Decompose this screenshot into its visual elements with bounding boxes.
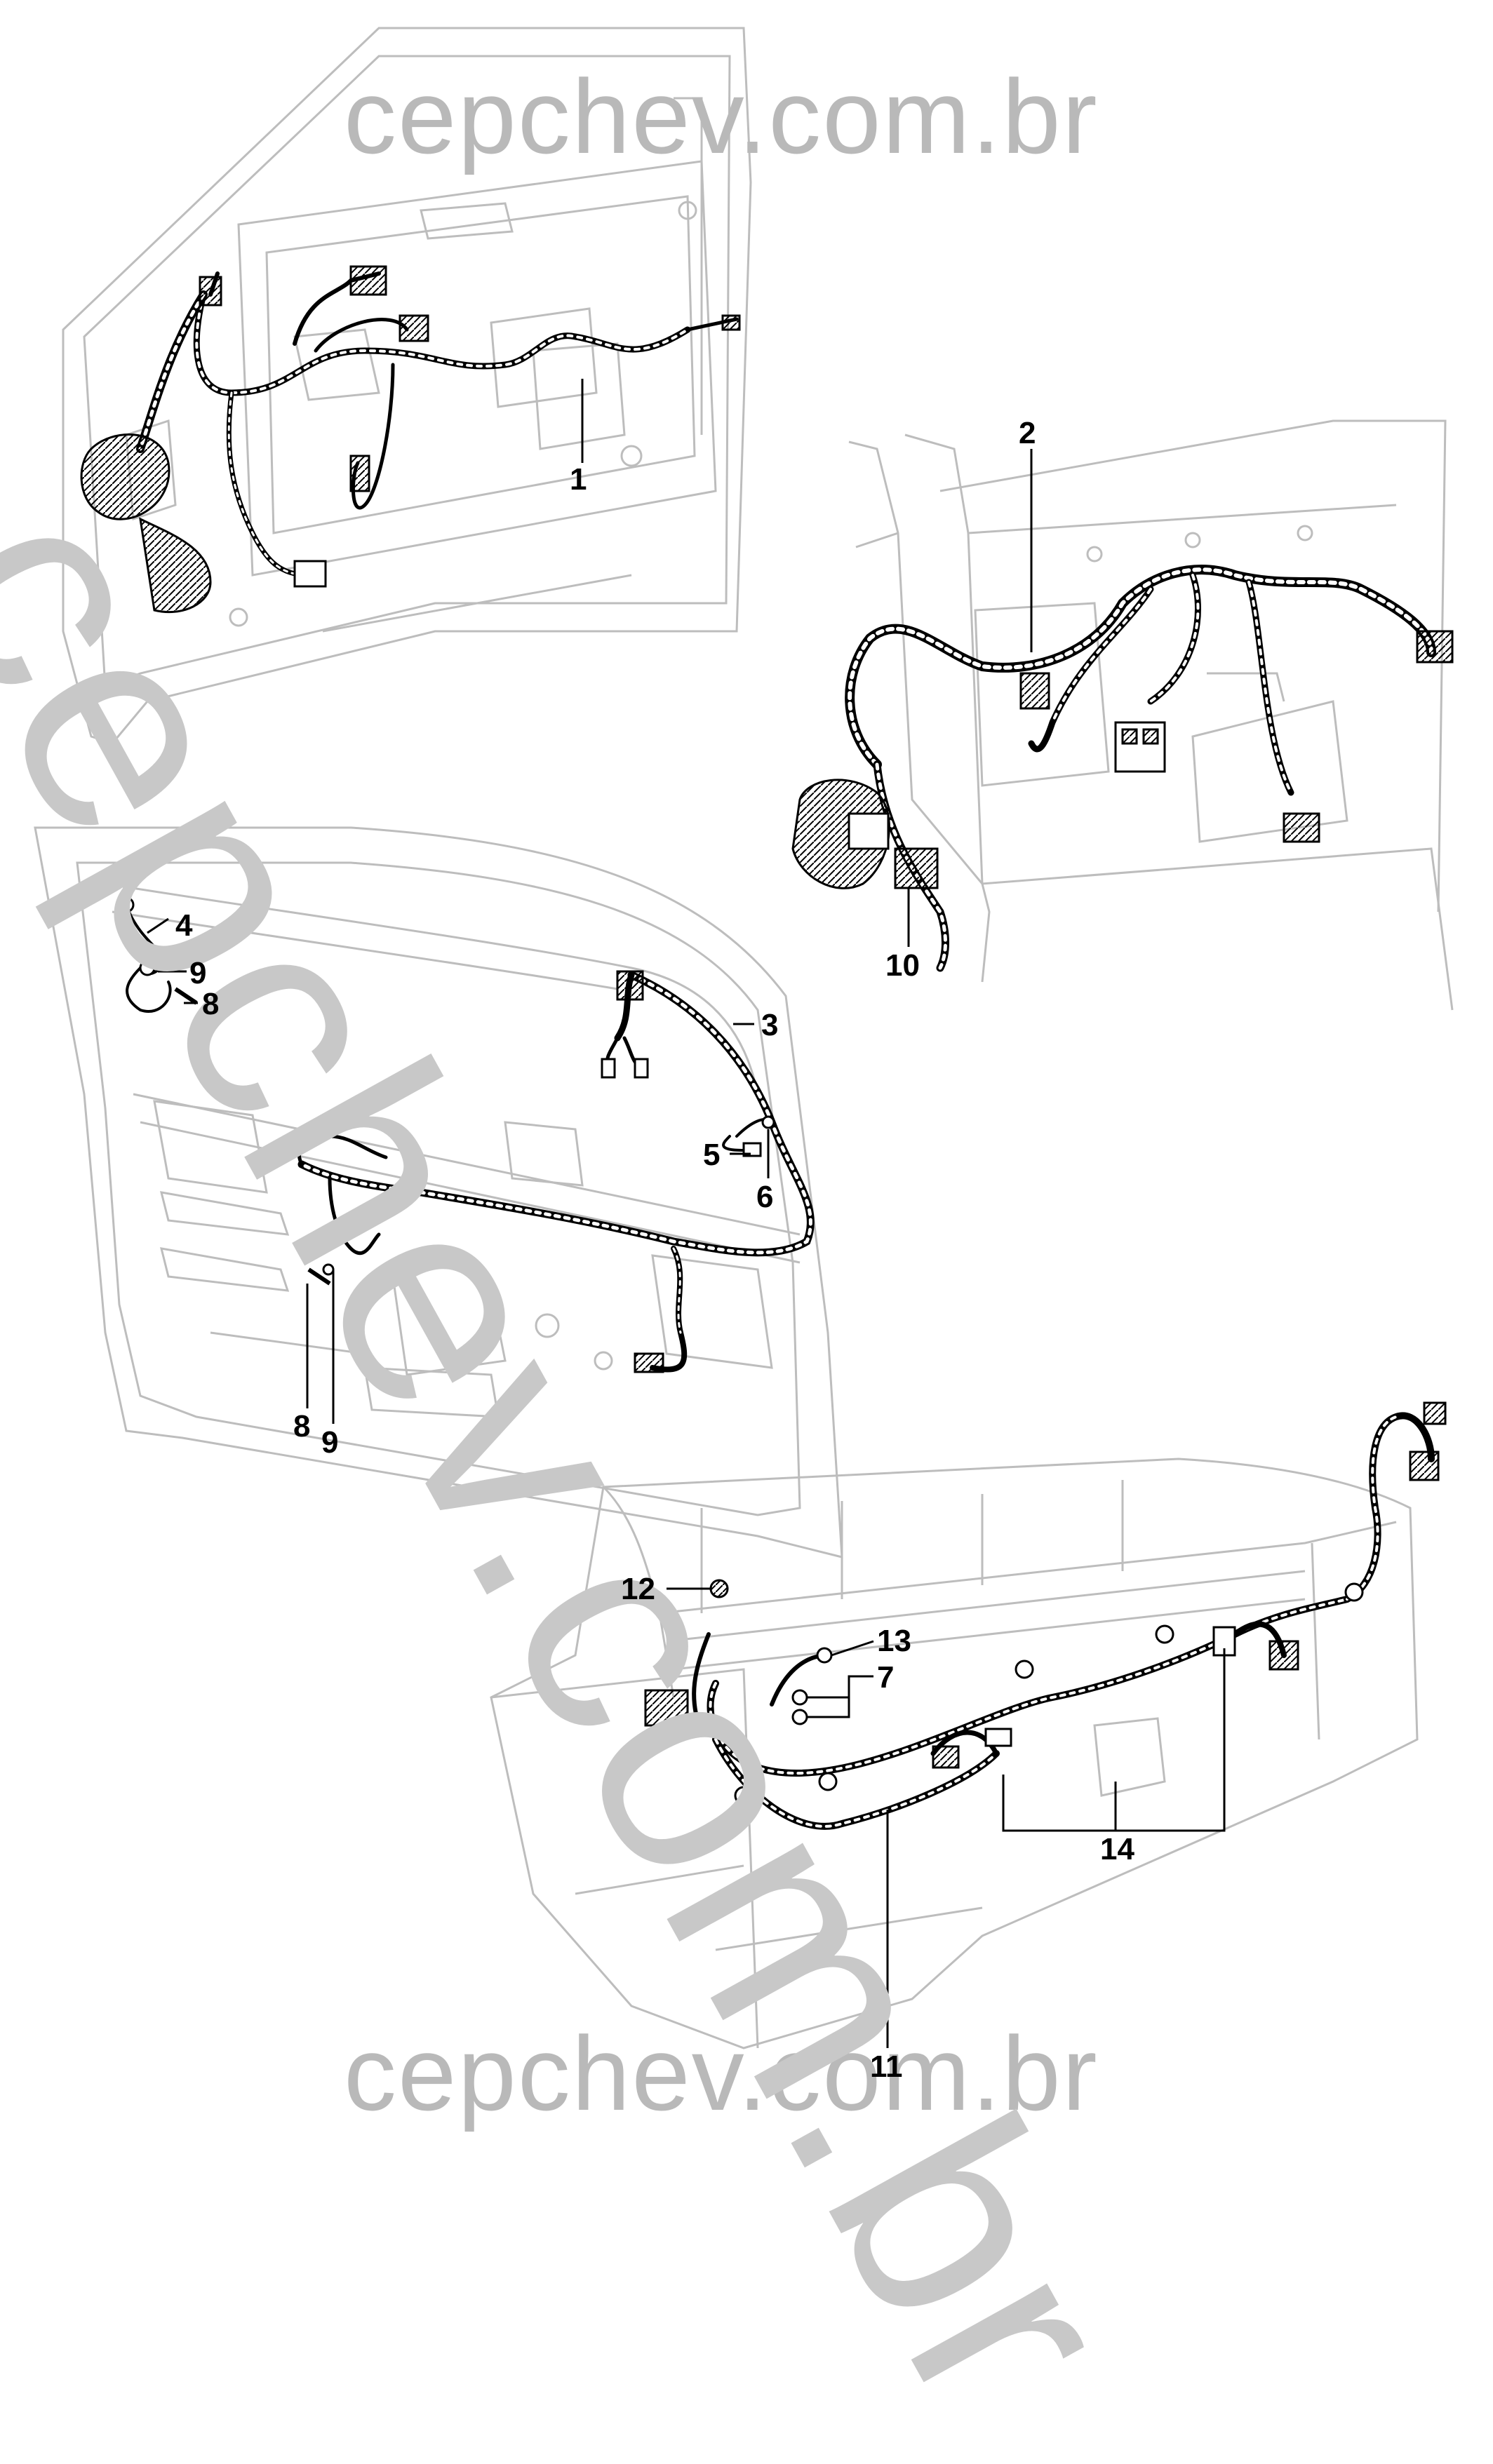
diagram-drawing bbox=[34, 27, 1454, 2049]
front-door-panel bbox=[62, 27, 752, 745]
callout-9-upper: 9 bbox=[189, 956, 207, 990]
callout-14: 14 bbox=[1100, 1832, 1134, 1866]
callout-6: 6 bbox=[756, 1180, 774, 1214]
callout-8-lower: 8 bbox=[293, 1409, 311, 1443]
callout-9-lower: 9 bbox=[321, 1425, 339, 1460]
callout-13: 13 bbox=[877, 1624, 911, 1658]
callout-7: 7 bbox=[877, 1660, 895, 1695]
callout-5: 5 bbox=[703, 1138, 721, 1172]
liftgate-connectors bbox=[118, 896, 775, 1373]
rear-door-panel bbox=[848, 419, 1454, 1011]
liftgate-panel bbox=[34, 826, 843, 1558]
watermark-bottom: cepchev.com.br bbox=[344, 2014, 1099, 2132]
bed-leaders bbox=[667, 1587, 1226, 2048]
callout-2: 2 bbox=[1019, 416, 1036, 450]
callout-12: 12 bbox=[621, 1572, 655, 1606]
front-door-connectors bbox=[80, 265, 741, 614]
front-door-harness bbox=[136, 271, 739, 578]
callout-11: 11 bbox=[870, 2049, 903, 2084]
liftgate-leaders bbox=[147, 917, 770, 1424]
bed-connectors bbox=[644, 1401, 1447, 1805]
parts-diagram: cepchev.com.br cepchev.com.br cepchev.co… bbox=[0, 27, 1454, 2462]
callout-1: 1 bbox=[570, 462, 587, 497]
callout-4: 4 bbox=[175, 908, 193, 943]
callout-3: 3 bbox=[761, 1008, 779, 1042]
watermark-top: cepchev.com.br bbox=[344, 58, 1099, 175]
callout-10: 10 bbox=[885, 948, 920, 983]
rear-door-connectors bbox=[791, 630, 1454, 889]
callout-8-upper: 8 bbox=[202, 987, 220, 1021]
